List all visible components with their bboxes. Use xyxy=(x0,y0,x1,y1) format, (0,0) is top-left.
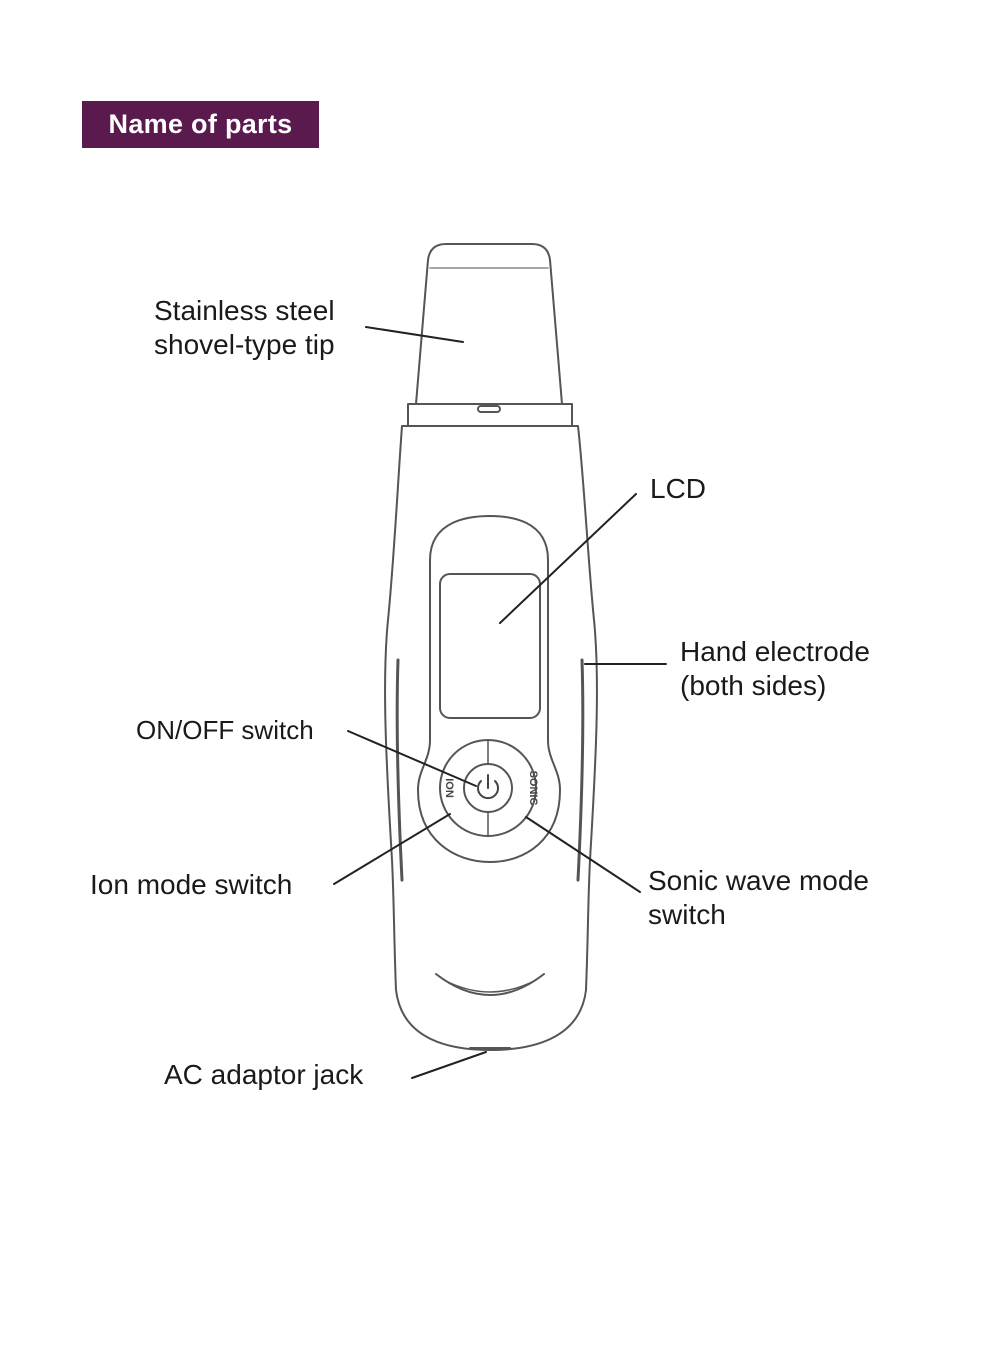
tip-collar xyxy=(407,403,573,427)
device-body xyxy=(384,425,598,1051)
label-hand-electrode: Hand electrode (both sides) xyxy=(680,636,870,701)
title-banner: Name of parts xyxy=(82,101,319,148)
leader-sonic xyxy=(525,816,641,893)
leader-tip xyxy=(365,326,464,343)
label-lcd: LCD xyxy=(650,473,707,504)
right-electrode xyxy=(576,658,585,882)
shovel-tip xyxy=(415,243,563,405)
label-tip: Stainless steel shovel-type tip xyxy=(154,295,335,360)
label-onoff-switch: ON/OFF switch xyxy=(136,715,314,745)
left-electrode xyxy=(395,658,404,882)
leader-ion xyxy=(333,813,451,885)
ion-button-text: ION xyxy=(443,778,455,798)
leader-ac xyxy=(411,1051,487,1079)
label-ion-mode-switch: Ion mode switch xyxy=(90,869,293,900)
label-sonic-mode-switch: Sonic wave mode switch xyxy=(648,865,870,930)
power-icon xyxy=(477,774,499,800)
label-ac-adaptor-jack: AC adaptor jack xyxy=(164,1059,364,1090)
leader-lcd xyxy=(499,493,637,624)
front-panel xyxy=(417,515,561,863)
sonic-button-text: SONIC xyxy=(527,771,539,806)
collar-slot xyxy=(477,405,501,413)
lcd-screen xyxy=(439,573,541,719)
leader-onoff xyxy=(347,730,477,787)
